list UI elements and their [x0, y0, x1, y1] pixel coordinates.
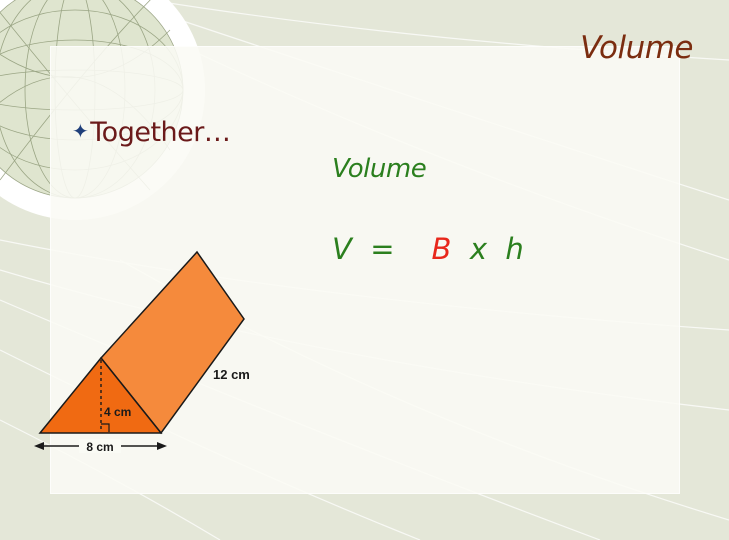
prism-triangle-face: [38, 356, 163, 434]
slide-title: Volume: [580, 30, 693, 66]
height-label: 4 cm: [104, 405, 131, 419]
formula-base: B: [431, 232, 452, 266]
formula-heading: Volume: [332, 154, 427, 184]
formula-times: x: [469, 232, 487, 266]
bullet-item: ✦Together…: [72, 117, 231, 148]
formula-lhs: V: [332, 232, 352, 266]
arrow-left-icon: [34, 442, 44, 450]
volume-formula: V = B x h: [332, 232, 524, 266]
arrow-right-icon: [157, 442, 167, 450]
formula-equals: =: [370, 232, 395, 266]
base-label-bg: [79, 439, 121, 453]
length-label: 12 cm: [213, 367, 250, 382]
base-label: 8 cm: [86, 440, 113, 454]
four-point-star-icon: ✦: [72, 119, 89, 143]
right-angle-marker: [101, 423, 110, 432]
bullet-text: Together…: [90, 117, 231, 148]
formula-height: h: [505, 232, 524, 266]
